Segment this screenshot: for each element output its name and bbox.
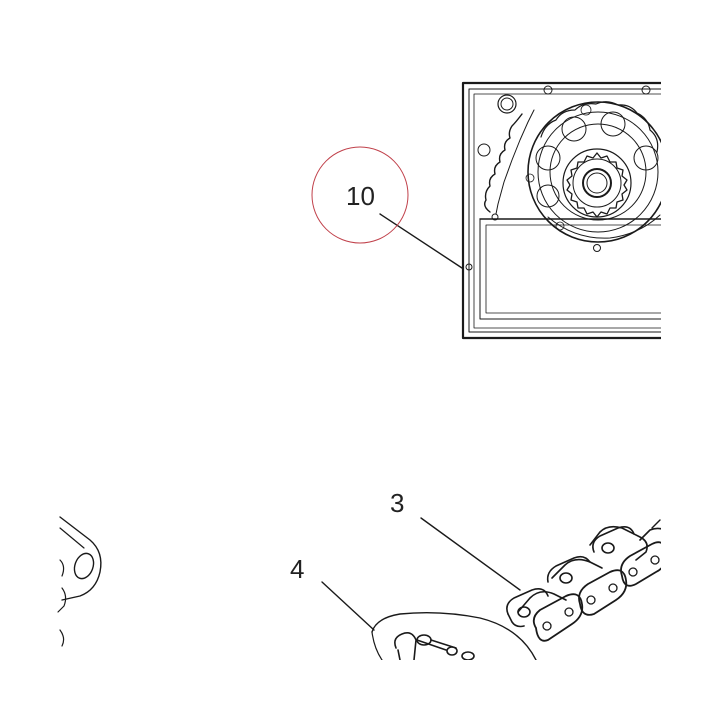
drive-chain-part — [506, 519, 661, 642]
sprocket-cover-part — [461, 81, 661, 340]
partial-side-part — [57, 516, 102, 647]
callout-10-leader — [379, 213, 463, 269]
callout-label-3: 3 — [390, 488, 404, 518]
master-link-part — [371, 611, 537, 660]
callout-label-10: 10 — [346, 181, 375, 211]
highlight-circle — [311, 146, 409, 244]
callout-3-leader — [420, 517, 521, 591]
callout-label-4: 4 — [290, 554, 304, 584]
callout-4-leader — [321, 581, 375, 631]
